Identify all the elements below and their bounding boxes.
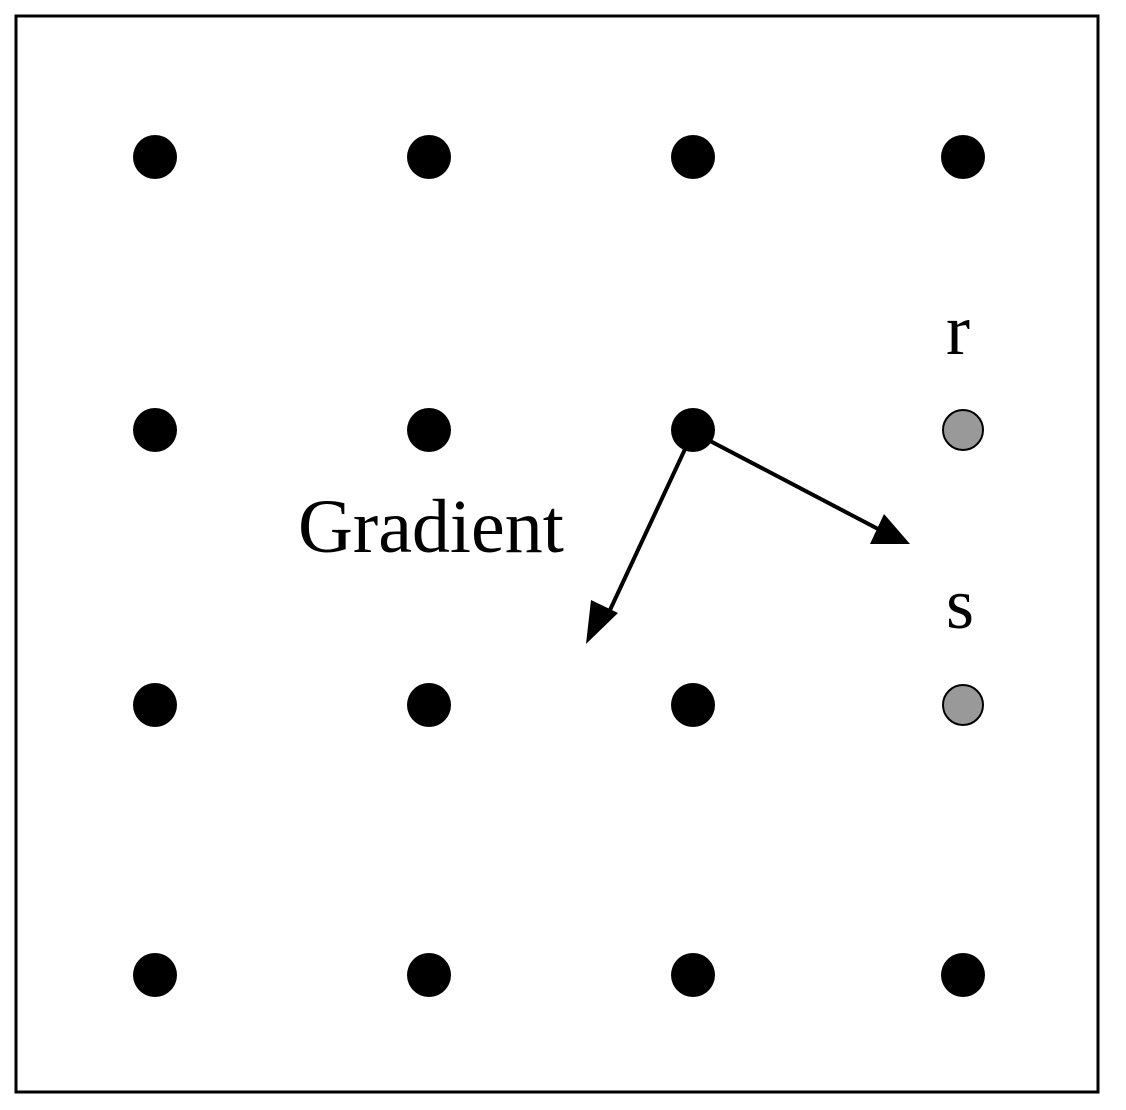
lattice-node-r1-c0 [133, 408, 177, 452]
gradient-arrow-down-left [608, 431, 695, 611]
gradient-arrowhead-down-left [586, 600, 618, 644]
lattice-nodes [133, 135, 985, 997]
gradient-label: Gradient [298, 485, 564, 569]
lattice-node-r0-c1 [407, 135, 451, 179]
gradient-arrowhead-right [870, 514, 910, 544]
lattice-node-r [942, 409, 984, 451]
lattice-node-r3-c0 [133, 953, 177, 997]
lattice-node-r0-c0 [133, 135, 177, 179]
node-label-r: r [946, 290, 970, 370]
lattice-node-r3-c2 [671, 953, 715, 997]
lattice-node-s [942, 684, 984, 726]
lattice-node-r2-c2 [671, 683, 715, 727]
lattice-node-r0-c2 [671, 135, 715, 179]
lattice-node-r0-c3 [941, 135, 985, 179]
gradient-arrows [586, 430, 910, 644]
lattice-node-r1-c2 [671, 408, 715, 452]
lattice-node-r3-c1 [407, 953, 451, 997]
lattice-node-r1-c1 [407, 408, 451, 452]
lattice-node-r2-c1 [407, 683, 451, 727]
lattice-node-r3-c3 [941, 953, 985, 997]
gradient-arrow-right [692, 430, 881, 532]
node-label-s: s [946, 564, 974, 644]
diagram-border [14, 14, 1100, 1094]
lattice-node-r2-c0 [133, 683, 177, 727]
